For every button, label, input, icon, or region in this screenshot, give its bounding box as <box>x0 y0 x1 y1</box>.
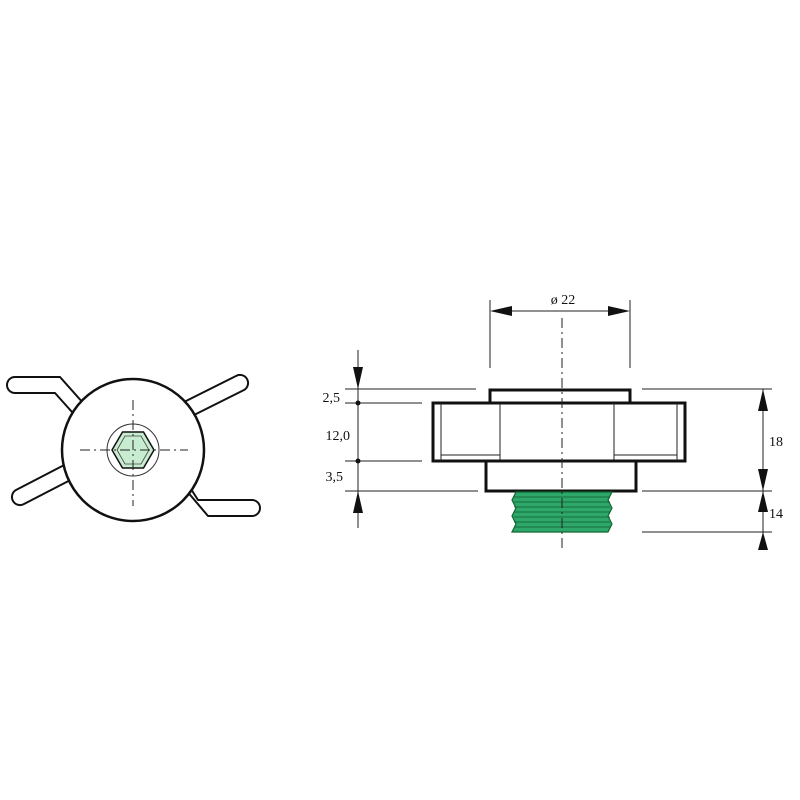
lower-step <box>484 459 638 493</box>
left-dot-2 <box>355 458 361 464</box>
wing-arm-bottom-right <box>183 477 261 517</box>
right-arrow-top <box>758 389 768 411</box>
dimension-lines: ø 22 2,5 12,0 3,5 18 14 <box>323 293 783 550</box>
right-arrow-mid-up <box>758 469 768 491</box>
dia-arrow-right <box>608 306 630 316</box>
dia-arrow-left <box>490 306 512 316</box>
flange-body <box>431 401 687 463</box>
bottom-step-label: 3,5 <box>326 470 344 485</box>
thread-length-label: 14 <box>769 507 783 522</box>
body-height-label: 12,0 <box>326 429 351 444</box>
side-view <box>431 318 687 548</box>
top-flange-label: 2,5 <box>323 391 341 406</box>
right-arrow-bottom <box>758 532 768 550</box>
left-arrow-top <box>353 367 363 389</box>
left-dot-1 <box>355 400 361 406</box>
left-arrow-bottom <box>353 491 363 513</box>
top-view <box>6 373 261 523</box>
total-height-label: 18 <box>769 435 783 450</box>
wing-arm-top-left <box>6 376 85 413</box>
top-cap <box>488 388 632 405</box>
diameter-label: ø 22 <box>551 293 576 308</box>
wing-arm-top-right <box>179 373 250 416</box>
right-arrow-mid-down <box>758 491 768 512</box>
